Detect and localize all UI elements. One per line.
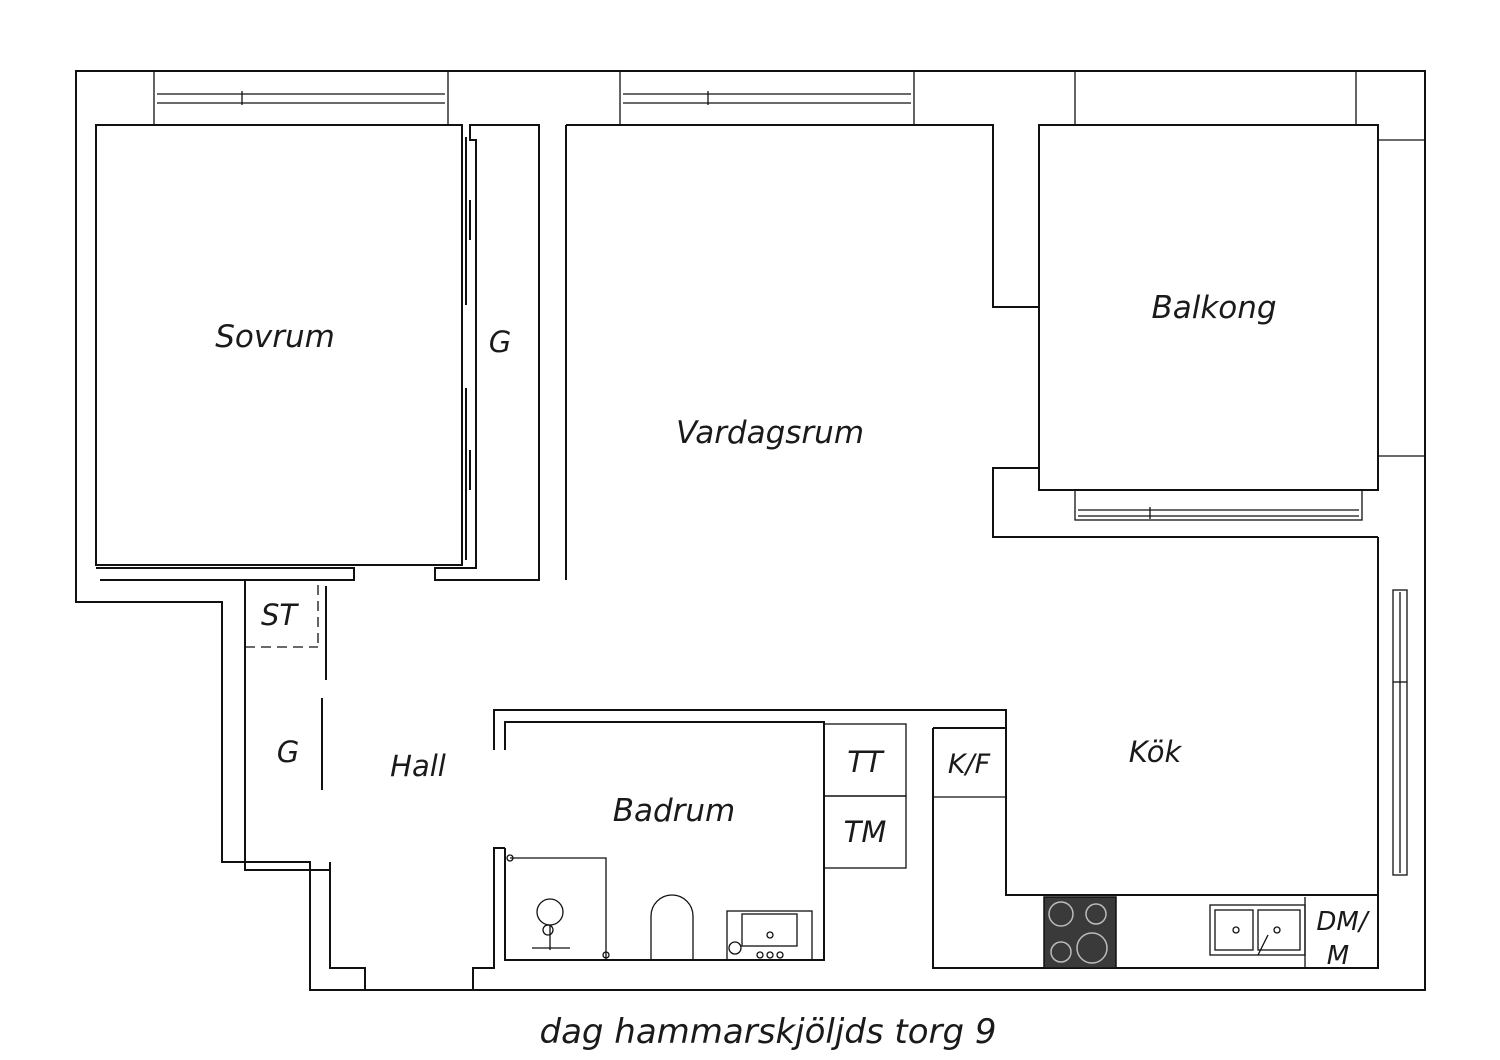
label-dm-line2: M [1327, 941, 1349, 971]
outer-wall [75, 70, 1426, 991]
label-dm-line1: DM/ [1316, 907, 1370, 937]
label-hall: Hall [390, 749, 446, 783]
window-balcony-door [1074, 489, 1363, 521]
label-balkong: Balkong [1151, 290, 1276, 326]
kitchen-sink [1209, 904, 1306, 956]
address-caption: dag hammarskjöljds torg 9 [539, 1012, 996, 1052]
bathtub-mixer [532, 898, 570, 950]
bedroom-wall [95, 124, 463, 566]
label-vardagsrum: Vardagsrum [676, 415, 864, 451]
laundry-units [823, 723, 907, 869]
label-sovrum: Sovrum [215, 319, 335, 355]
label-kf: K/F [948, 749, 991, 780]
sink [726, 910, 813, 961]
window-living-room [619, 70, 915, 126]
window-kitchen [1377, 537, 1408, 895]
label-tm: TM [844, 815, 887, 849]
living-room-wall [565, 124, 1378, 580]
bathroom-wall [493, 709, 1378, 961]
stove [1043, 896, 1117, 969]
toilet [650, 894, 694, 960]
bedroom-lower-wall [96, 567, 355, 581]
kitchen-counter-left [932, 727, 1379, 969]
label-closet-g2: G [277, 735, 299, 769]
label-closet-g1: G [489, 325, 511, 359]
hall-lower-wall [329, 847, 505, 990]
shower [506, 854, 610, 960]
closet-g1-doors [465, 137, 471, 560]
closet-g2-doors [321, 586, 327, 790]
closet-g1-wall [434, 124, 540, 581]
label-badrum: Badrum [613, 793, 736, 829]
balcony-top-structure [1074, 71, 1425, 457]
label-tt: TT [847, 745, 885, 779]
label-kok: Kök [1129, 735, 1183, 769]
window-bedroom [153, 70, 449, 126]
label-st: ST [261, 598, 299, 632]
